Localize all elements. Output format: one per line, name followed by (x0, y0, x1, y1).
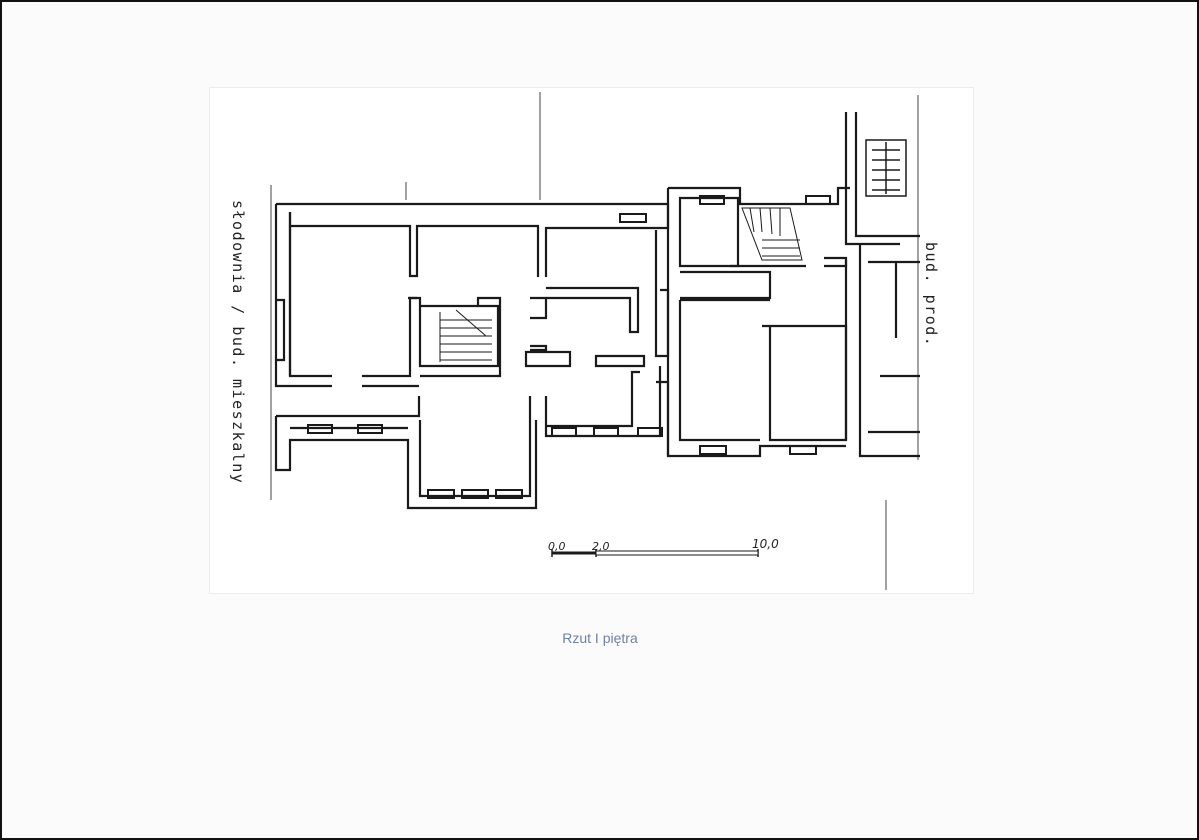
window-marks-left (307, 213, 647, 499)
window-marks-middle (551, 427, 663, 437)
stair-hall (408, 296, 502, 378)
scale-tick-0: 0,0 (548, 540, 566, 553)
stair-top-right (865, 139, 907, 197)
drawing-caption: Rzut I piętra (562, 630, 638, 646)
middle-block-walls (524, 230, 670, 456)
right-block-walls (666, 112, 920, 458)
scale-tick-2: 2,0 (592, 540, 610, 553)
scale-tick-10: 10,0 (752, 537, 779, 551)
guide-lines (270, 92, 919, 590)
scale-bar (551, 549, 759, 557)
window-marks-right (699, 195, 831, 455)
stair-right (741, 207, 803, 261)
